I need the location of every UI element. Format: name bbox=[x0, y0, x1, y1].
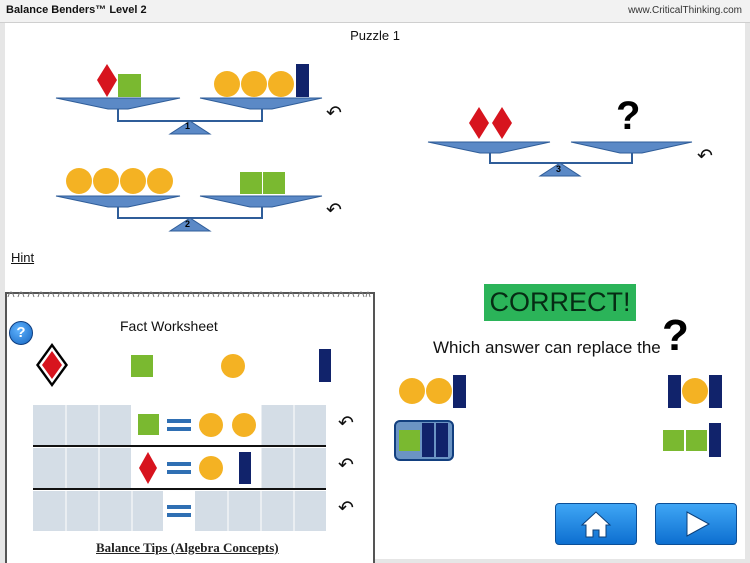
puzzle-title: Puzzle 1 bbox=[350, 28, 400, 43]
undo-icon[interactable]: ↶ bbox=[326, 200, 342, 221]
undo-icon[interactable]: ↶ bbox=[338, 498, 354, 519]
mystery-weight: ? bbox=[616, 94, 641, 138]
circle-icon bbox=[214, 71, 240, 97]
home-icon bbox=[580, 511, 612, 538]
balance-scales bbox=[55, 64, 693, 232]
question-mark-icon: ? bbox=[662, 311, 689, 360]
hint-link[interactable]: Hint bbox=[11, 250, 35, 265]
diamond-icon bbox=[97, 64, 117, 97]
bar-icon bbox=[239, 452, 251, 484]
diamond-icon bbox=[139, 452, 157, 484]
balance-scale-3 bbox=[427, 107, 693, 177]
circle-icon bbox=[241, 71, 267, 97]
worksheet-content bbox=[7, 291, 371, 531]
bar-icon bbox=[296, 64, 309, 97]
square-icon bbox=[263, 172, 285, 194]
undo-icon[interactable]: ↶ bbox=[338, 413, 354, 434]
answer-choice-1[interactable] bbox=[399, 375, 466, 408]
home-button[interactable] bbox=[555, 503, 637, 545]
scale-number-3: 3 bbox=[556, 164, 562, 174]
spiral-binding bbox=[7, 291, 371, 298]
scale-number-1: 1 bbox=[185, 121, 191, 131]
square-icon bbox=[240, 172, 262, 194]
circle-icon bbox=[268, 71, 294, 97]
undo-icon[interactable]: ↶ bbox=[697, 146, 713, 167]
square-icon bbox=[138, 414, 159, 435]
website-label: www.CriticalThinking.com bbox=[628, 5, 742, 16]
worksheet-row-3 bbox=[33, 491, 326, 531]
correct-banner: CORRECT! bbox=[484, 284, 636, 321]
worksheet-title: Fact Worksheet bbox=[120, 318, 218, 334]
circle-icon bbox=[199, 413, 223, 437]
circle-icon bbox=[147, 168, 173, 194]
circle-icon bbox=[232, 413, 256, 437]
circle-icon bbox=[66, 168, 92, 194]
balance-scale-1 bbox=[55, 64, 323, 135]
palette-diamond[interactable] bbox=[36, 343, 68, 387]
help-icon[interactable]: ? bbox=[9, 321, 33, 345]
balance-scale-2 bbox=[55, 168, 323, 232]
balance-tips-link[interactable]: Balance Tips (Algebra Concepts) bbox=[96, 540, 279, 555]
palette-square[interactable] bbox=[131, 355, 153, 377]
palette-bar[interactable] bbox=[319, 349, 331, 382]
answer-choice-2[interactable] bbox=[668, 375, 722, 408]
worksheet-row-1 bbox=[33, 405, 326, 447]
palette-circle[interactable] bbox=[221, 354, 245, 378]
worksheet-row-2 bbox=[33, 448, 326, 490]
square-icon bbox=[118, 74, 141, 97]
title-bar bbox=[0, 0, 750, 23]
circle-icon bbox=[120, 168, 146, 194]
answer-choice-4[interactable] bbox=[663, 423, 721, 457]
answer-question: Which answer can replace the bbox=[433, 338, 661, 357]
play-icon bbox=[686, 511, 711, 537]
circle-icon bbox=[199, 456, 223, 480]
app-title: Balance Benders™ Level 2 bbox=[6, 4, 147, 16]
answer-choice-3[interactable] bbox=[399, 423, 448, 457]
scale-number-2: 2 bbox=[185, 219, 191, 229]
answer-choices bbox=[399, 375, 722, 457]
undo-icon[interactable]: ↶ bbox=[338, 455, 354, 476]
next-button[interactable] bbox=[655, 503, 737, 545]
circle-icon bbox=[93, 168, 119, 194]
diamond-icon bbox=[492, 107, 512, 139]
diamond-icon bbox=[469, 107, 489, 139]
undo-icon[interactable]: ↶ bbox=[326, 103, 342, 124]
